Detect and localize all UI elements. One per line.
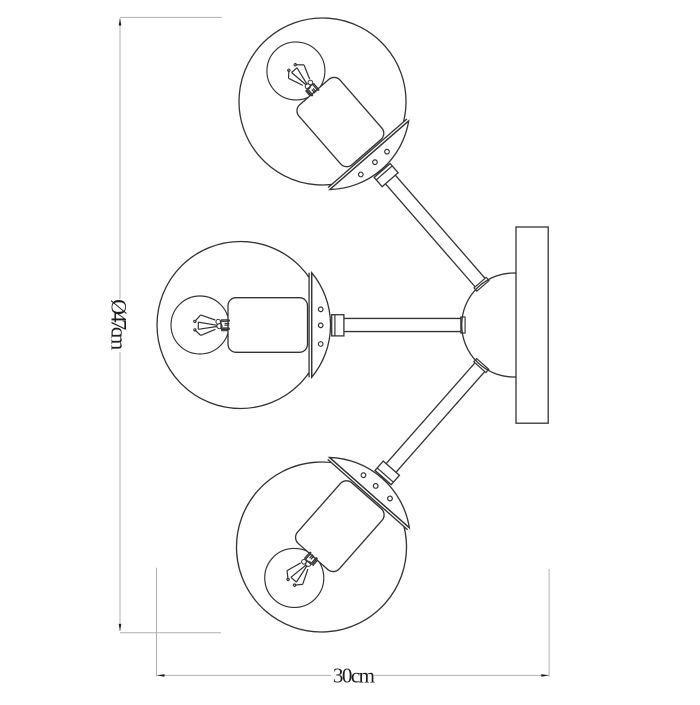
svg-text:30cm: 30cm — [333, 664, 375, 688]
svg-text:Ø47cm: Ø47cm — [107, 299, 132, 350]
